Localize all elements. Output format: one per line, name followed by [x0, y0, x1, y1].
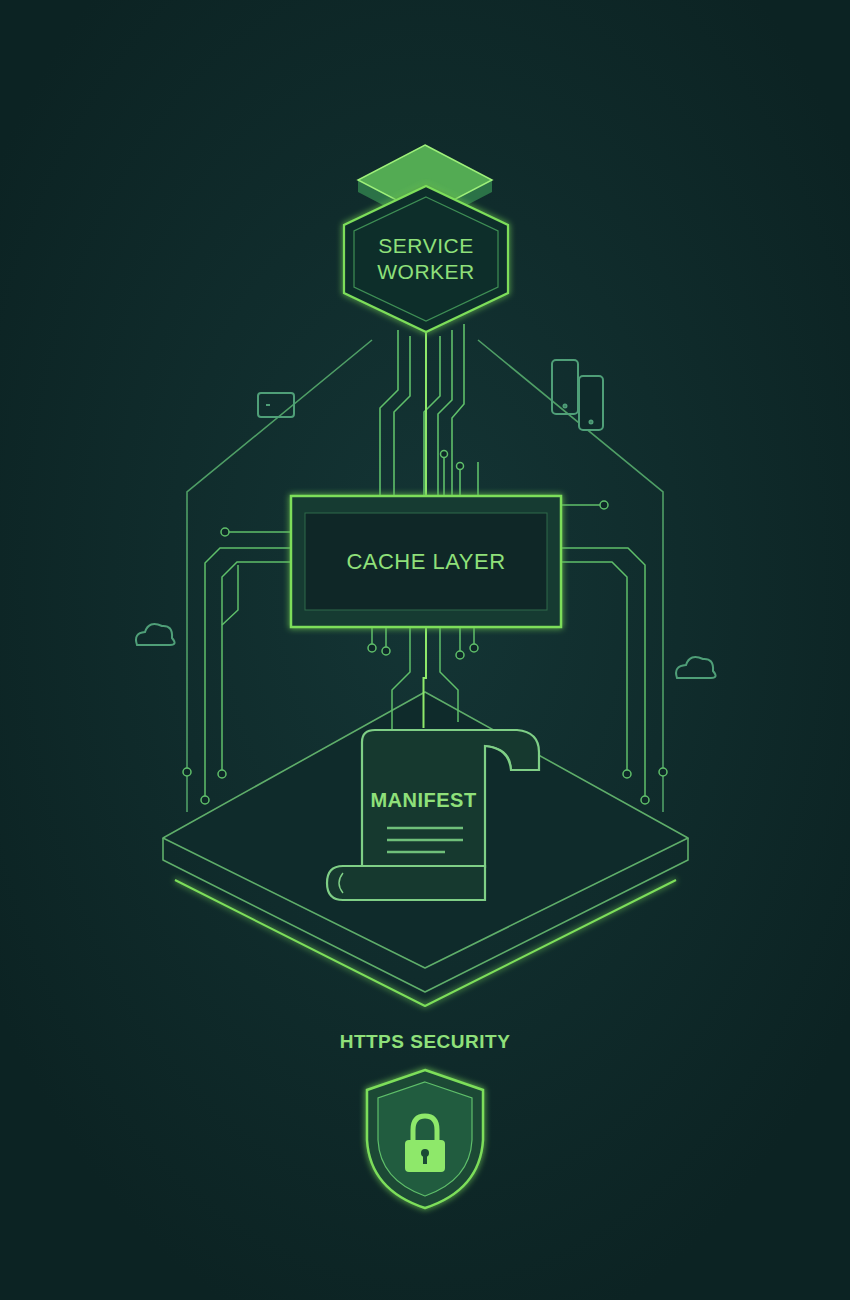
cache-outline — [291, 496, 561, 627]
circuit-traces-part — [371, 628, 373, 645]
cloud-icons-part — [676, 657, 716, 678]
trace-dots-part — [641, 796, 649, 804]
scroll-curl — [485, 746, 511, 770]
platform-part — [163, 692, 688, 968]
tablet-icon — [258, 393, 294, 417]
scroll-line — [387, 839, 463, 842]
connector-wire — [425, 333, 427, 495]
lock-keyhole-slot — [423, 1154, 427, 1164]
circuit-traces-part — [205, 548, 290, 798]
node-label: SERVICE WORKER — [366, 233, 486, 286]
tablet-icon-part — [266, 404, 270, 406]
wires-part — [380, 330, 398, 495]
scroll-paper — [362, 730, 539, 878]
manifest-scroll: MANIFEST — [325, 728, 541, 903]
lock-shackle — [413, 1116, 437, 1142]
wires-part — [452, 324, 464, 495]
trace-dots-part — [221, 528, 229, 536]
wire-dots-part — [457, 463, 464, 470]
node-label: CACHE LAYER — [310, 548, 542, 576]
phone-icons-part — [564, 405, 567, 408]
shield-outline — [367, 1070, 483, 1208]
circuit-traces-part — [228, 531, 290, 533]
circuit-traces-part — [385, 628, 387, 648]
circuit-traces-part — [222, 565, 238, 625]
https-shield: HTTPS SECURITY — [300, 1030, 550, 1210]
circuit-traces-part — [562, 562, 627, 772]
circuit-traces-part — [562, 504, 600, 506]
scroll-roll-curl — [339, 873, 343, 893]
circuit-traces-part — [440, 628, 458, 722]
heading-label: HTTPS SECURITY — [300, 1030, 550, 1054]
trace-dots-part — [470, 644, 478, 652]
hexagon-inner — [354, 197, 498, 321]
shield-inner — [378, 1082, 472, 1196]
text-holder: HTTPS SECURITY — [300, 1030, 550, 1054]
phone-icons — [552, 360, 603, 430]
lock-body — [405, 1140, 445, 1172]
platform — [163, 692, 688, 1006]
circuit-traces-part — [473, 628, 475, 645]
trace-dots-part — [456, 651, 464, 659]
circuit-traces-part — [562, 548, 645, 798]
circuit-traces-part — [222, 562, 290, 772]
trace-dots-part — [382, 647, 390, 655]
trace-dots-part — [183, 768, 191, 776]
scroll-line — [387, 827, 463, 830]
wires-part — [394, 336, 410, 495]
circuit-traces-part — [459, 628, 461, 652]
trace-dots-part — [623, 770, 631, 778]
connector-wire — [424, 628, 427, 728]
tablet-icon-part — [258, 393, 294, 417]
node-label: MANIFEST — [362, 788, 485, 813]
cloud-icons-part — [136, 624, 175, 645]
phone-icons-part — [579, 376, 603, 430]
scroll-line — [387, 851, 445, 854]
trace-dots-part — [201, 796, 209, 804]
shape-outline — [325, 728, 541, 903]
text-holder: CACHE LAYER — [310, 548, 542, 576]
phone-icons-part — [552, 360, 578, 414]
wires-part — [459, 470, 461, 495]
circuit-traces-part — [392, 628, 410, 732]
trace-dots-part — [600, 501, 608, 509]
hexagon-outline — [344, 186, 508, 332]
wires — [380, 324, 478, 495]
wires-part — [477, 462, 479, 495]
text-holder: MANIFEST — [362, 788, 485, 813]
wire-dots-part — [441, 451, 448, 458]
wires-part — [438, 330, 452, 495]
shape-outline — [300, 1030, 550, 1210]
text-holder: SERVICE WORKER — [366, 233, 486, 286]
phone-icons-part — [590, 421, 593, 424]
trace-dots-part — [659, 768, 667, 776]
trace-dots-part — [368, 644, 376, 652]
trace-dots-part — [218, 770, 226, 778]
cache-inner — [305, 513, 547, 610]
scroll-roll — [327, 866, 485, 900]
service-worker-hexagon: SERVICE WORKER — [343, 185, 509, 333]
cache-layer-box: CACHE LAYER — [290, 495, 562, 628]
wire-dots — [441, 451, 464, 470]
shape-outline — [343, 185, 509, 333]
